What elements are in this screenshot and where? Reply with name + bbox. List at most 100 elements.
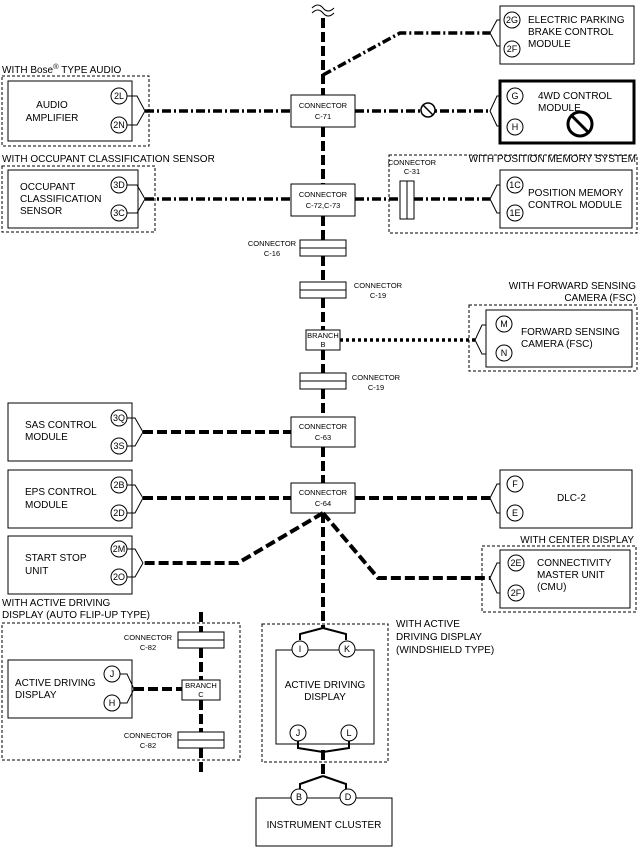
position-memory-group-label: WITH POSITION MEMORY SYSTEM [469,154,636,165]
add-flip-group-line1: WITH ACTIVE DRIVING [2,598,111,609]
cluster-pin-d-label: D [345,792,352,802]
cmu-pin-2f [507,584,525,602]
dlc-pin-f-label: F [512,479,518,489]
add-windshield-pin-k [338,640,356,658]
connector-c19a-line2: C-19 [370,291,386,300]
connector-c82-bottom-line1: CONNECTOR [124,731,173,740]
connector-c71-line2: C-71 [315,112,331,121]
not-applicable-icon [566,110,594,138]
cluster-pin-b [290,788,308,806]
branch-c-line2: C [198,690,204,699]
add-windshield-module-line2: DISPLAY [304,692,346,703]
sas-pin-3q-label: 3Q [113,413,125,423]
cmu-module-line2: MASTER UNIT [537,570,605,581]
fsc-pin-n-label: N [501,348,508,358]
connector-c71-line1: CONNECTOR [299,101,348,110]
sas-module-line1: SAS CONTROL [25,420,97,431]
dlc-pin-e-label: E [512,508,518,518]
audio-pin-2l-label: 2L [114,91,124,101]
occupant-module-line3: SENSOR [20,206,62,217]
start-stop-pin-2m-label: 2M [113,544,126,554]
cmu-pin-2e-label: 2E [510,558,521,568]
position-memory-pin-1c [506,176,524,194]
add-flip-pin-j-label: J [110,669,115,679]
add-flip-bus-fork [120,673,135,704]
awd-pin-h [506,118,524,136]
fsc-pin-n [495,344,513,362]
add-flip-pin-h-label: H [109,698,116,708]
connector-c72-c73 [290,183,356,217]
prohibited-icon [420,102,436,118]
branch-c-line1: BRANCH [185,681,217,690]
position-memory-pin-1e-label: 1E [509,208,520,218]
awd-module-line1: 4WD CONTROL [538,91,612,102]
awd-module-line2: MODULE [538,103,581,114]
cluster-pin-b-label: B [296,792,302,802]
connector-c19a-line1: CONNECTOR [354,281,403,290]
position-memory-option-frame [388,154,638,234]
connector-c64 [290,482,356,514]
position-memory-module-box [499,169,633,229]
cluster-module-box [255,797,393,847]
cmu-pin-2e [507,554,525,572]
fsc-option-frame [468,304,638,372]
connector-c16-line1: CONNECTOR [248,239,297,248]
eps-module-line2: MODULE [25,500,68,511]
sas-module-box [7,402,133,462]
audio-group-suffix: TYPE AUDIO [59,65,122,76]
fsc-group-line1: WITH FORWARD SENSING [509,281,636,292]
connector-c63-line2: C-63 [315,433,331,442]
audio-module-box [7,80,133,142]
branch-b-line1: BRANCH [307,331,339,340]
connector-c82-top-line2: C-82 [140,643,156,652]
audio-module-line2: AMPLIFIER [26,113,79,124]
fsc-module-line2: CAMERA (FSC) [521,339,593,350]
epb-module-box [499,5,635,65]
epb-pin-2f-label: 2F [507,44,518,54]
occupant-bus-fork [127,184,146,214]
add-flip-module-line2: DISPLAY [15,690,57,701]
add-windshield-module-line1: ACTIVE DRIVING [285,680,366,691]
eps-bus-fork [127,484,144,514]
cmu-group-label: WITH CENTER DISPLAY [520,535,634,546]
connector-c64-line2: C-64 [315,499,331,508]
sas-module-line2: MODULE [25,432,68,443]
occupant-option-frame [1,165,156,233]
add-flip-group-line2: DISPLAY (AUTO FLIP-UP TYPE) [2,610,150,621]
awd-module-box [498,79,636,145]
connector-c82-top-line1: CONNECTOR [124,633,173,642]
audio-group-reg: ® [53,62,59,71]
connector-c31-line1: CONNECTOR [388,158,437,167]
audio-group-prefix: WITH Bose [2,65,54,76]
awd-pin-g [506,87,524,105]
add-windshield-option-frame [261,623,389,763]
add-windshield-pin-i [291,640,309,658]
add-windshield-pin-j-label: J [296,728,301,738]
start-stop-module-line1: START STOP [25,553,87,564]
occupant-group-label: WITH OCCUPANT CLASSIFICATION SENSOR [2,154,215,165]
dlc-module-label: DLC-2 [557,493,586,504]
position-memory-pin-1c-label: 1C [509,180,521,190]
eps-pin-2b-label: 2B [113,480,124,490]
position-memory-pin-1e [506,204,524,222]
position-memory-module-line2: CONTROL MODULE [528,200,622,211]
sas-pin-3s-label: 3S [113,441,124,451]
occupant-pin-3c-label: 3C [113,208,125,218]
dlc-pin-e [506,504,524,522]
connector-c82-bottom-line2: C-82 [140,741,156,750]
eps-module-line1: EPS CONTROL [25,487,97,498]
start-stop-pin-2o-label: 2O [113,572,125,582]
connector-c63 [290,416,356,448]
cluster-pin-d [339,788,357,806]
dlc-pin-f [506,475,524,493]
connector-c31-line2: C-31 [404,167,420,176]
connector-c63-line1: CONNECTOR [299,422,348,431]
cmu-bus-line [321,511,490,580]
connector-c16-line2: C-16 [264,249,280,258]
epb-pin-2f [503,40,521,58]
cmu-module-line1: CONNECTIVITY [537,558,612,569]
occupant-module-line2: CLASSIFICATION [20,194,102,205]
epb-module-line1: ELECTRIC PARKING [528,15,625,26]
fsc-pin-m [495,315,513,333]
